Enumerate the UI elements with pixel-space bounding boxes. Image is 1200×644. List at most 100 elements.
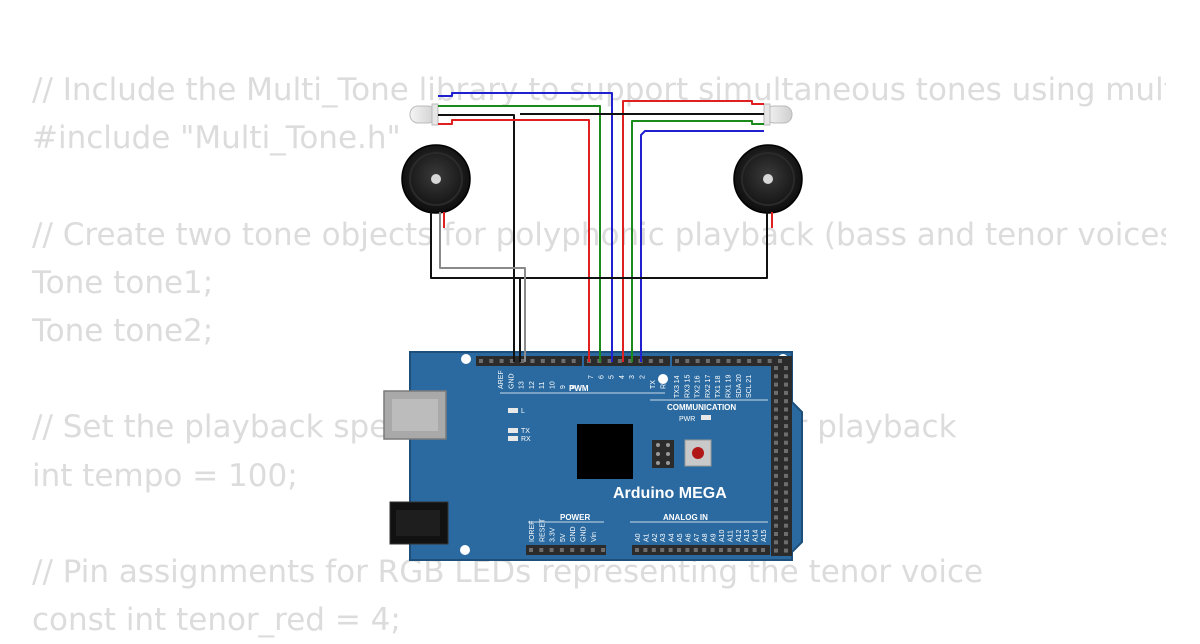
microcontroller-chip: [577, 424, 633, 479]
wire-green-left-led: [438, 105, 601, 362]
pin-label: RESET: [539, 518, 546, 542]
header-pin: [752, 548, 757, 552]
mounting-hole: [460, 545, 470, 555]
arduino-mega-board: L TX RX PWR PWM COMMUNICATION POWER ANAL…: [383, 351, 803, 561]
header-pin: [529, 548, 533, 552]
power-section-label: POWER: [560, 513, 590, 522]
pwm-section-label: PWM: [569, 384, 589, 393]
led-pwr-indicator: [701, 415, 711, 420]
header-pin: [761, 548, 765, 552]
header-pin: [774, 382, 778, 387]
header-pin: [784, 507, 788, 512]
icsp-header: [652, 440, 674, 468]
header-pin: [685, 548, 690, 552]
header-pin: [784, 465, 788, 470]
reset-button[interactable]: [684, 439, 712, 467]
code-line: // Create two tone objects for polyphoni…: [32, 216, 1166, 253]
header-pin: [744, 548, 749, 552]
pin-label: A13: [744, 529, 751, 542]
header-pin: [628, 359, 633, 363]
pin-label: TX: [650, 380, 657, 389]
header-pin: [784, 540, 788, 545]
header-pin: [774, 548, 778, 553]
led-l-label: L: [521, 408, 525, 415]
header-pin: [784, 490, 788, 495]
code-line: #include "Multi_Tone.h": [32, 120, 401, 157]
pin-label: 0: [660, 375, 667, 379]
board-name-label: Arduino MEGA: [613, 485, 727, 502]
header-pin: [675, 359, 679, 363]
header-pin: [580, 548, 585, 552]
buzzer-right: [733, 144, 803, 214]
pin-label: TX1 18: [715, 375, 722, 398]
pin-label: 2: [640, 375, 647, 379]
header-pin: [774, 490, 778, 495]
header-pin: [774, 374, 778, 379]
pin-label: A2: [652, 533, 659, 542]
header-pin: [774, 390, 778, 395]
wire-red-left-led: [438, 119, 590, 362]
header-pin: [774, 532, 778, 536]
code-line: int tempo = 100;: [32, 457, 298, 494]
communication-section-label: COMMUNICATION: [667, 403, 736, 412]
header-pin: [520, 359, 525, 363]
header-pin: [757, 359, 762, 363]
pin-label: 5: [609, 375, 616, 379]
pin-label: IOREF: [529, 521, 536, 542]
header-pin: [774, 540, 778, 545]
header-pin: [784, 407, 788, 412]
pin-label: SCL 21: [746, 375, 753, 398]
wire-black-left-buzzer: [430, 212, 768, 279]
header-pin: [774, 498, 778, 503]
header-pin: [774, 407, 778, 412]
header-pin: [784, 366, 788, 370]
header-pin: [705, 359, 710, 363]
header-pin: [710, 548, 715, 552]
analog-header: [632, 545, 770, 555]
header-pin: [559, 548, 564, 552]
header-pin: [774, 424, 778, 429]
wire-red-right-led: [622, 100, 764, 362]
pin-label: RX: [660, 379, 667, 389]
code-line: Tone tone2;: [32, 312, 214, 349]
pin-label: 6: [598, 375, 605, 379]
header-pin: [648, 359, 653, 363]
header-pin: [539, 548, 544, 552]
header-pin: [677, 548, 681, 552]
code-background: // Include the Multi_Tone library to sup…: [32, 66, 1166, 644]
header-pin: [784, 382, 788, 387]
header-pin: [784, 390, 788, 395]
header-pin: [601, 548, 606, 552]
header-pin: [651, 548, 656, 552]
header-pin: [784, 424, 788, 429]
header-pin: [784, 473, 788, 478]
header-pin: [778, 359, 782, 363]
header-pin: [784, 523, 788, 528]
pin-label: SDA 20: [736, 374, 743, 398]
header-pin: [784, 374, 788, 379]
pin-label: 8: [570, 385, 577, 389]
pin-label: RX3 15: [684, 375, 691, 398]
header-pin: [767, 359, 772, 363]
header-pin: [774, 432, 778, 437]
digital-header-pwm: [584, 356, 670, 366]
header-pin: [774, 523, 778, 528]
header-pin: [747, 359, 752, 363]
pin-label: A10: [719, 529, 726, 542]
pin-label: RX1 19: [726, 375, 733, 398]
pin-label: A6: [685, 533, 692, 542]
header-pin: [784, 415, 788, 420]
code-line: Tone tone1;: [32, 264, 214, 301]
header-pin: [784, 432, 788, 437]
pin-label: A12: [736, 529, 743, 542]
pin-label: 12: [529, 381, 536, 389]
led-tx-indicator: [508, 428, 518, 433]
header-pin: [784, 399, 788, 404]
wire-gray-left-buzzer: [439, 212, 526, 362]
header-pin: [540, 359, 545, 363]
pin-label: GND: [508, 373, 515, 389]
header-pin: [774, 415, 778, 420]
pin-label: A8: [702, 533, 709, 542]
header-pin: [784, 515, 788, 520]
header-pin: [784, 532, 788, 536]
